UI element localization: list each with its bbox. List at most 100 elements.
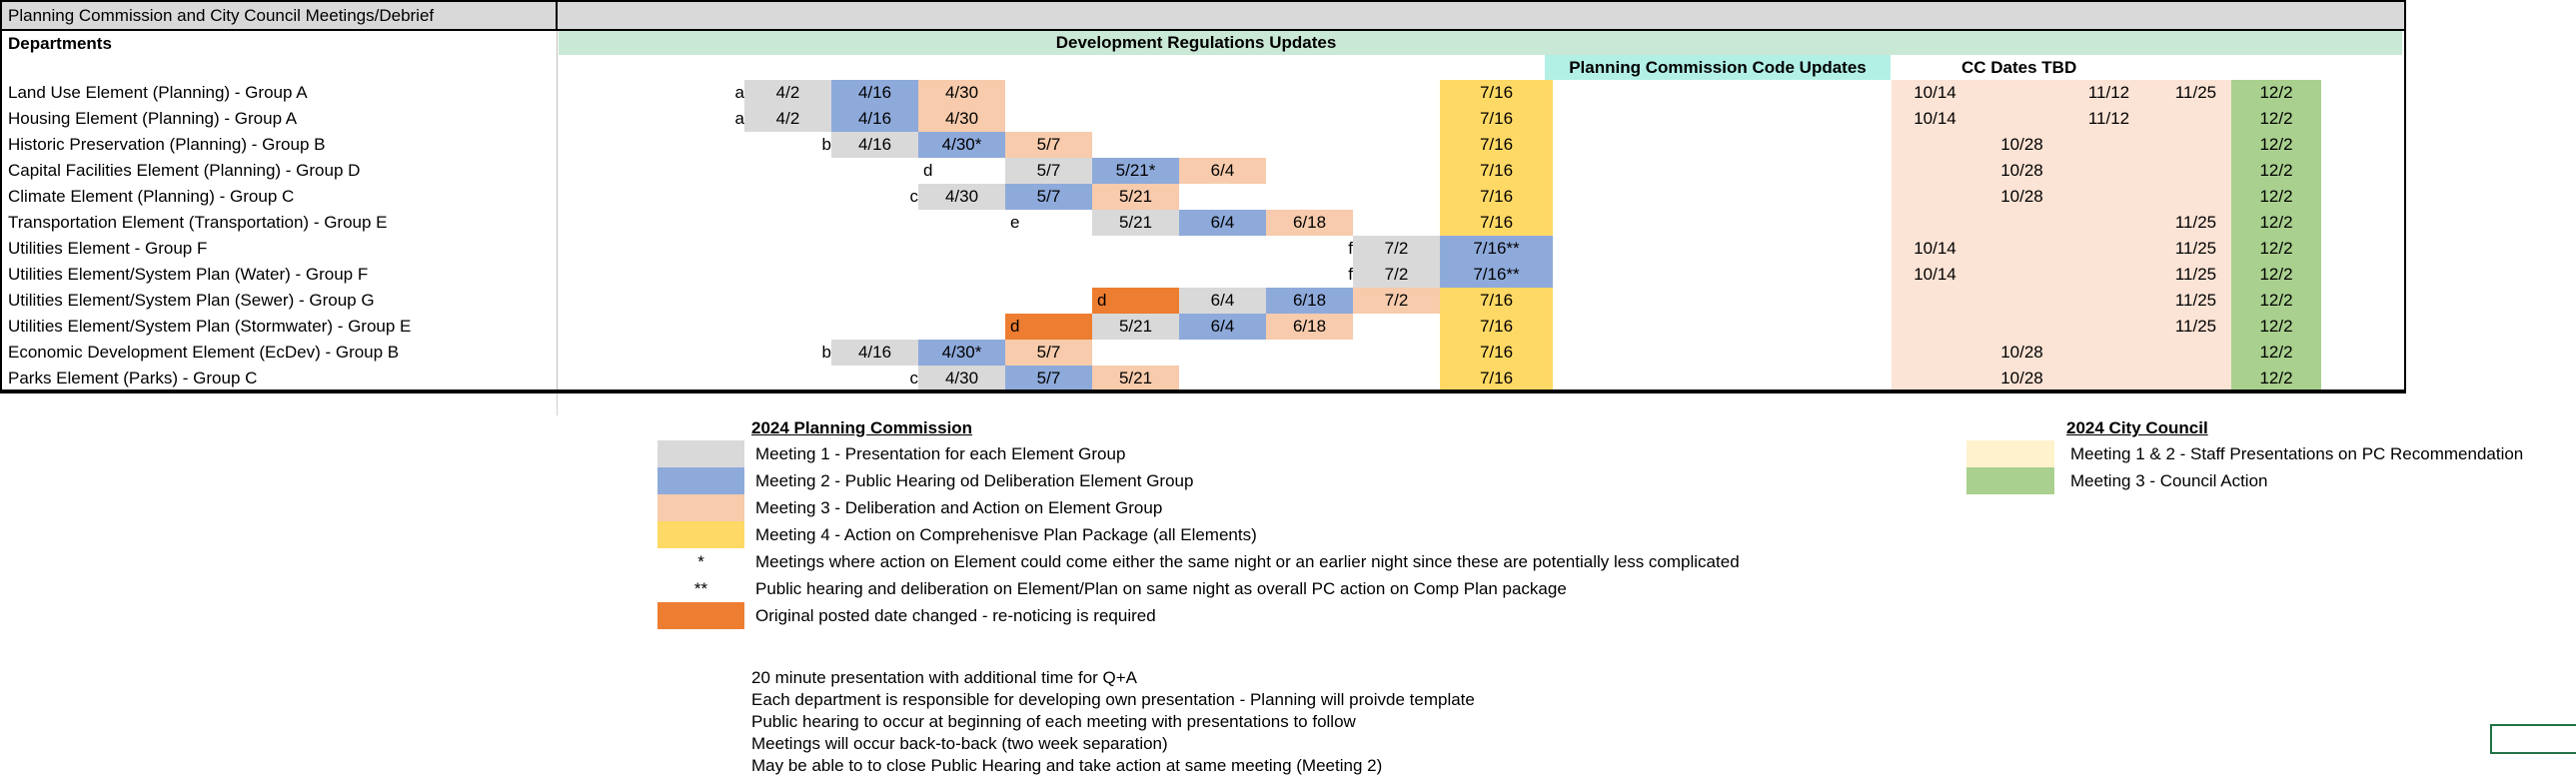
pc-meeting-cell[interactable]: 6/4 — [1179, 158, 1266, 184]
department-row-label: Utilities Element/System Plan (Water) - … — [8, 265, 369, 284]
pc-meeting-cell[interactable]: 5/21* — [1092, 158, 1179, 184]
highlighted-empty-cell[interactable] — [2490, 724, 2576, 754]
cc-meeting-date-cell[interactable]: 10/14 — [1914, 109, 1956, 128]
cc-meetings-region — [1892, 80, 2231, 391]
legend-swatch-meeting1 — [657, 440, 744, 467]
pc-meeting-cell[interactable]: 4/30 — [918, 366, 1005, 391]
group-letter-cell[interactable]: f — [1348, 265, 1353, 284]
pc-meeting-cell[interactable]: 4/30 — [918, 106, 1005, 132]
pc-meeting-cell[interactable]: 5/21 — [1092, 366, 1179, 391]
legend-label-meeting4: Meeting 4 - Action on Comprehenisve Plan… — [755, 525, 1257, 544]
group-letter-cell[interactable]: e — [1010, 213, 1020, 232]
legend-label-single-asterisk: Meetings where action on Element could c… — [755, 552, 1740, 571]
pc-meeting-cell[interactable]: 7/16 — [1440, 210, 1553, 236]
pc-meeting-cell[interactable]: 6/18 — [1266, 314, 1353, 340]
pc-meeting-cell[interactable]: 7/16** — [1440, 262, 1553, 288]
council-action-date-cell[interactable]: 12/2 — [2259, 161, 2293, 180]
council-action-date-cell[interactable]: 12/2 — [2259, 213, 2293, 232]
pc-meeting-cell[interactable]: 6/4 — [1179, 210, 1266, 236]
cc-meeting-date-cell[interactable]: 11/25 — [2174, 239, 2217, 258]
departments-header: Departments — [8, 34, 112, 53]
cc-meeting-date-cell[interactable]: 11/12 — [2087, 83, 2130, 102]
cc-meeting-date-cell[interactable]: 10/14 — [1914, 239, 1956, 258]
cc-meeting-date-cell[interactable]: 10/28 — [2000, 343, 2043, 362]
pc-meeting-cell[interactable]: d — [1092, 288, 1184, 314]
title-divider — [556, 2, 558, 29]
pc-meeting-cell[interactable]: 7/16 — [1440, 314, 1553, 340]
cc-meeting-date-cell[interactable]: 11/25 — [2174, 265, 2217, 284]
pc-meeting-cell[interactable]: 6/18 — [1266, 288, 1353, 314]
department-row-label: Historic Preservation (Planning) - Group… — [8, 135, 326, 154]
cc-meeting-date-cell[interactable]: 11/25 — [2174, 213, 2217, 232]
department-row-label: Economic Development Element (EcDev) - G… — [8, 343, 400, 362]
pc-meeting-cell[interactable]: 4/30* — [918, 340, 1005, 366]
group-letter-cell[interactable]: c — [909, 369, 919, 388]
pc-meeting-cell[interactable]: 5/21 — [1092, 184, 1179, 210]
group-letter-cell[interactable]: a — [734, 83, 744, 102]
pc-meeting-cell[interactable]: 4/30* — [918, 132, 1005, 158]
cc-meeting-date-cell[interactable]: 10/14 — [1914, 265, 1956, 284]
cc-meeting-date-cell[interactable]: 10/28 — [2000, 369, 2043, 388]
pc-meeting-cell[interactable]: 4/16 — [831, 106, 918, 132]
pc-meeting-cell[interactable]: 7/2 — [1353, 236, 1440, 262]
cc-meeting-date-cell[interactable]: 10/28 — [2000, 135, 2043, 154]
group-letter-cell[interactable]: f — [1348, 239, 1353, 258]
pc-meeting-cell[interactable]: 5/7 — [1005, 340, 1092, 366]
pc-meeting-cell[interactable]: 5/7 — [1005, 158, 1092, 184]
council-action-date-cell[interactable]: 12/2 — [2259, 291, 2293, 310]
cc-meeting-date-cell[interactable]: 10/28 — [2000, 187, 2043, 206]
pc-meeting-cell[interactable]: 7/16 — [1440, 340, 1553, 366]
council-action-date-cell[interactable]: 12/2 — [2259, 239, 2293, 258]
pc-meeting-cell[interactable]: 4/16 — [831, 132, 918, 158]
council-action-date-cell[interactable]: 12/2 — [2259, 369, 2293, 388]
group-letter-cell[interactable]: d — [923, 161, 933, 180]
legend-label-meeting3: Meeting 3 - Deliberation and Action on E… — [755, 498, 1163, 517]
pc-meeting-cell[interactable]: 4/16 — [831, 340, 918, 366]
pc-meeting-cell[interactable]: 7/16 — [1440, 80, 1553, 106]
pc-meeting-cell[interactable]: 6/18 — [1266, 210, 1353, 236]
pc-meeting-cell[interactable]: 4/30 — [918, 184, 1005, 210]
council-action-date-cell[interactable]: 12/2 — [2259, 135, 2293, 154]
council-action-date-cell[interactable]: 12/2 — [2259, 83, 2293, 102]
pc-meeting-cell[interactable]: 7/16 — [1440, 158, 1553, 184]
pc-meeting-cell[interactable]: 7/16 — [1440, 288, 1553, 314]
pc-meeting-cell[interactable]: 6/4 — [1179, 288, 1266, 314]
pc-meeting-cell[interactable]: 5/7 — [1005, 366, 1092, 391]
pc-meeting-cell[interactable]: 7/16 — [1440, 132, 1553, 158]
cc-meeting-date-cell[interactable]: 11/12 — [2087, 109, 2130, 128]
cc-dates-header: CC Dates TBD — [1961, 58, 2077, 77]
cc-meeting-date-cell[interactable]: 10/14 — [1914, 83, 1956, 102]
pc-meeting-cell[interactable]: 4/30 — [918, 80, 1005, 106]
pc-meeting-cell[interactable]: 4/2 — [744, 80, 831, 106]
group-letter-cell[interactable]: b — [821, 343, 831, 362]
council-action-date-cell[interactable]: 12/2 — [2259, 187, 2293, 206]
cc-meeting-date-cell[interactable]: 11/25 — [2174, 317, 2217, 336]
pc-meeting-cell[interactable]: 7/16 — [1440, 184, 1553, 210]
council-action-date-cell[interactable]: 12/2 — [2259, 265, 2293, 284]
pc-meeting-cell[interactable]: 5/21 — [1092, 210, 1179, 236]
pc-meeting-cell[interactable]: d — [1005, 314, 1097, 340]
cc-meeting-date-cell[interactable]: 10/28 — [2000, 161, 2043, 180]
column-gridline — [557, 31, 558, 390]
pc-meeting-cell[interactable]: 4/16 — [831, 80, 918, 106]
pc-meeting-cell[interactable]: 7/2 — [1353, 288, 1440, 314]
pc-meeting-cell[interactable]: 7/16 — [1440, 366, 1553, 391]
group-letter-cell[interactable]: a — [734, 109, 744, 128]
legend-swatch-meeting4 — [657, 521, 744, 548]
cc-meeting-date-cell[interactable]: 11/25 — [2174, 291, 2217, 310]
pc-meeting-cell[interactable]: 5/7 — [1005, 132, 1092, 158]
pc-meeting-cell[interactable]: 5/21 — [1092, 314, 1179, 340]
pc-meeting-cell[interactable]: 6/4 — [1179, 314, 1266, 340]
cc-meeting-date-cell[interactable]: 11/25 — [2174, 83, 2217, 102]
pc-meeting-cell[interactable]: 5/7 — [1005, 184, 1092, 210]
department-row-label: Climate Element (Planning) - Group C — [8, 187, 295, 206]
group-letter-cell[interactable]: c — [909, 187, 919, 206]
council-action-date-cell[interactable]: 12/2 — [2259, 109, 2293, 128]
council-action-date-cell[interactable]: 12/2 — [2259, 343, 2293, 362]
group-letter-cell[interactable]: b — [821, 135, 831, 154]
pc-meeting-cell[interactable]: 4/2 — [744, 106, 831, 132]
pc-meeting-cell[interactable]: 7/16** — [1440, 236, 1553, 262]
pc-meeting-cell[interactable]: 7/2 — [1353, 262, 1440, 288]
council-action-date-cell[interactable]: 12/2 — [2259, 317, 2293, 336]
pc-meeting-cell[interactable]: 7/16 — [1440, 106, 1553, 132]
